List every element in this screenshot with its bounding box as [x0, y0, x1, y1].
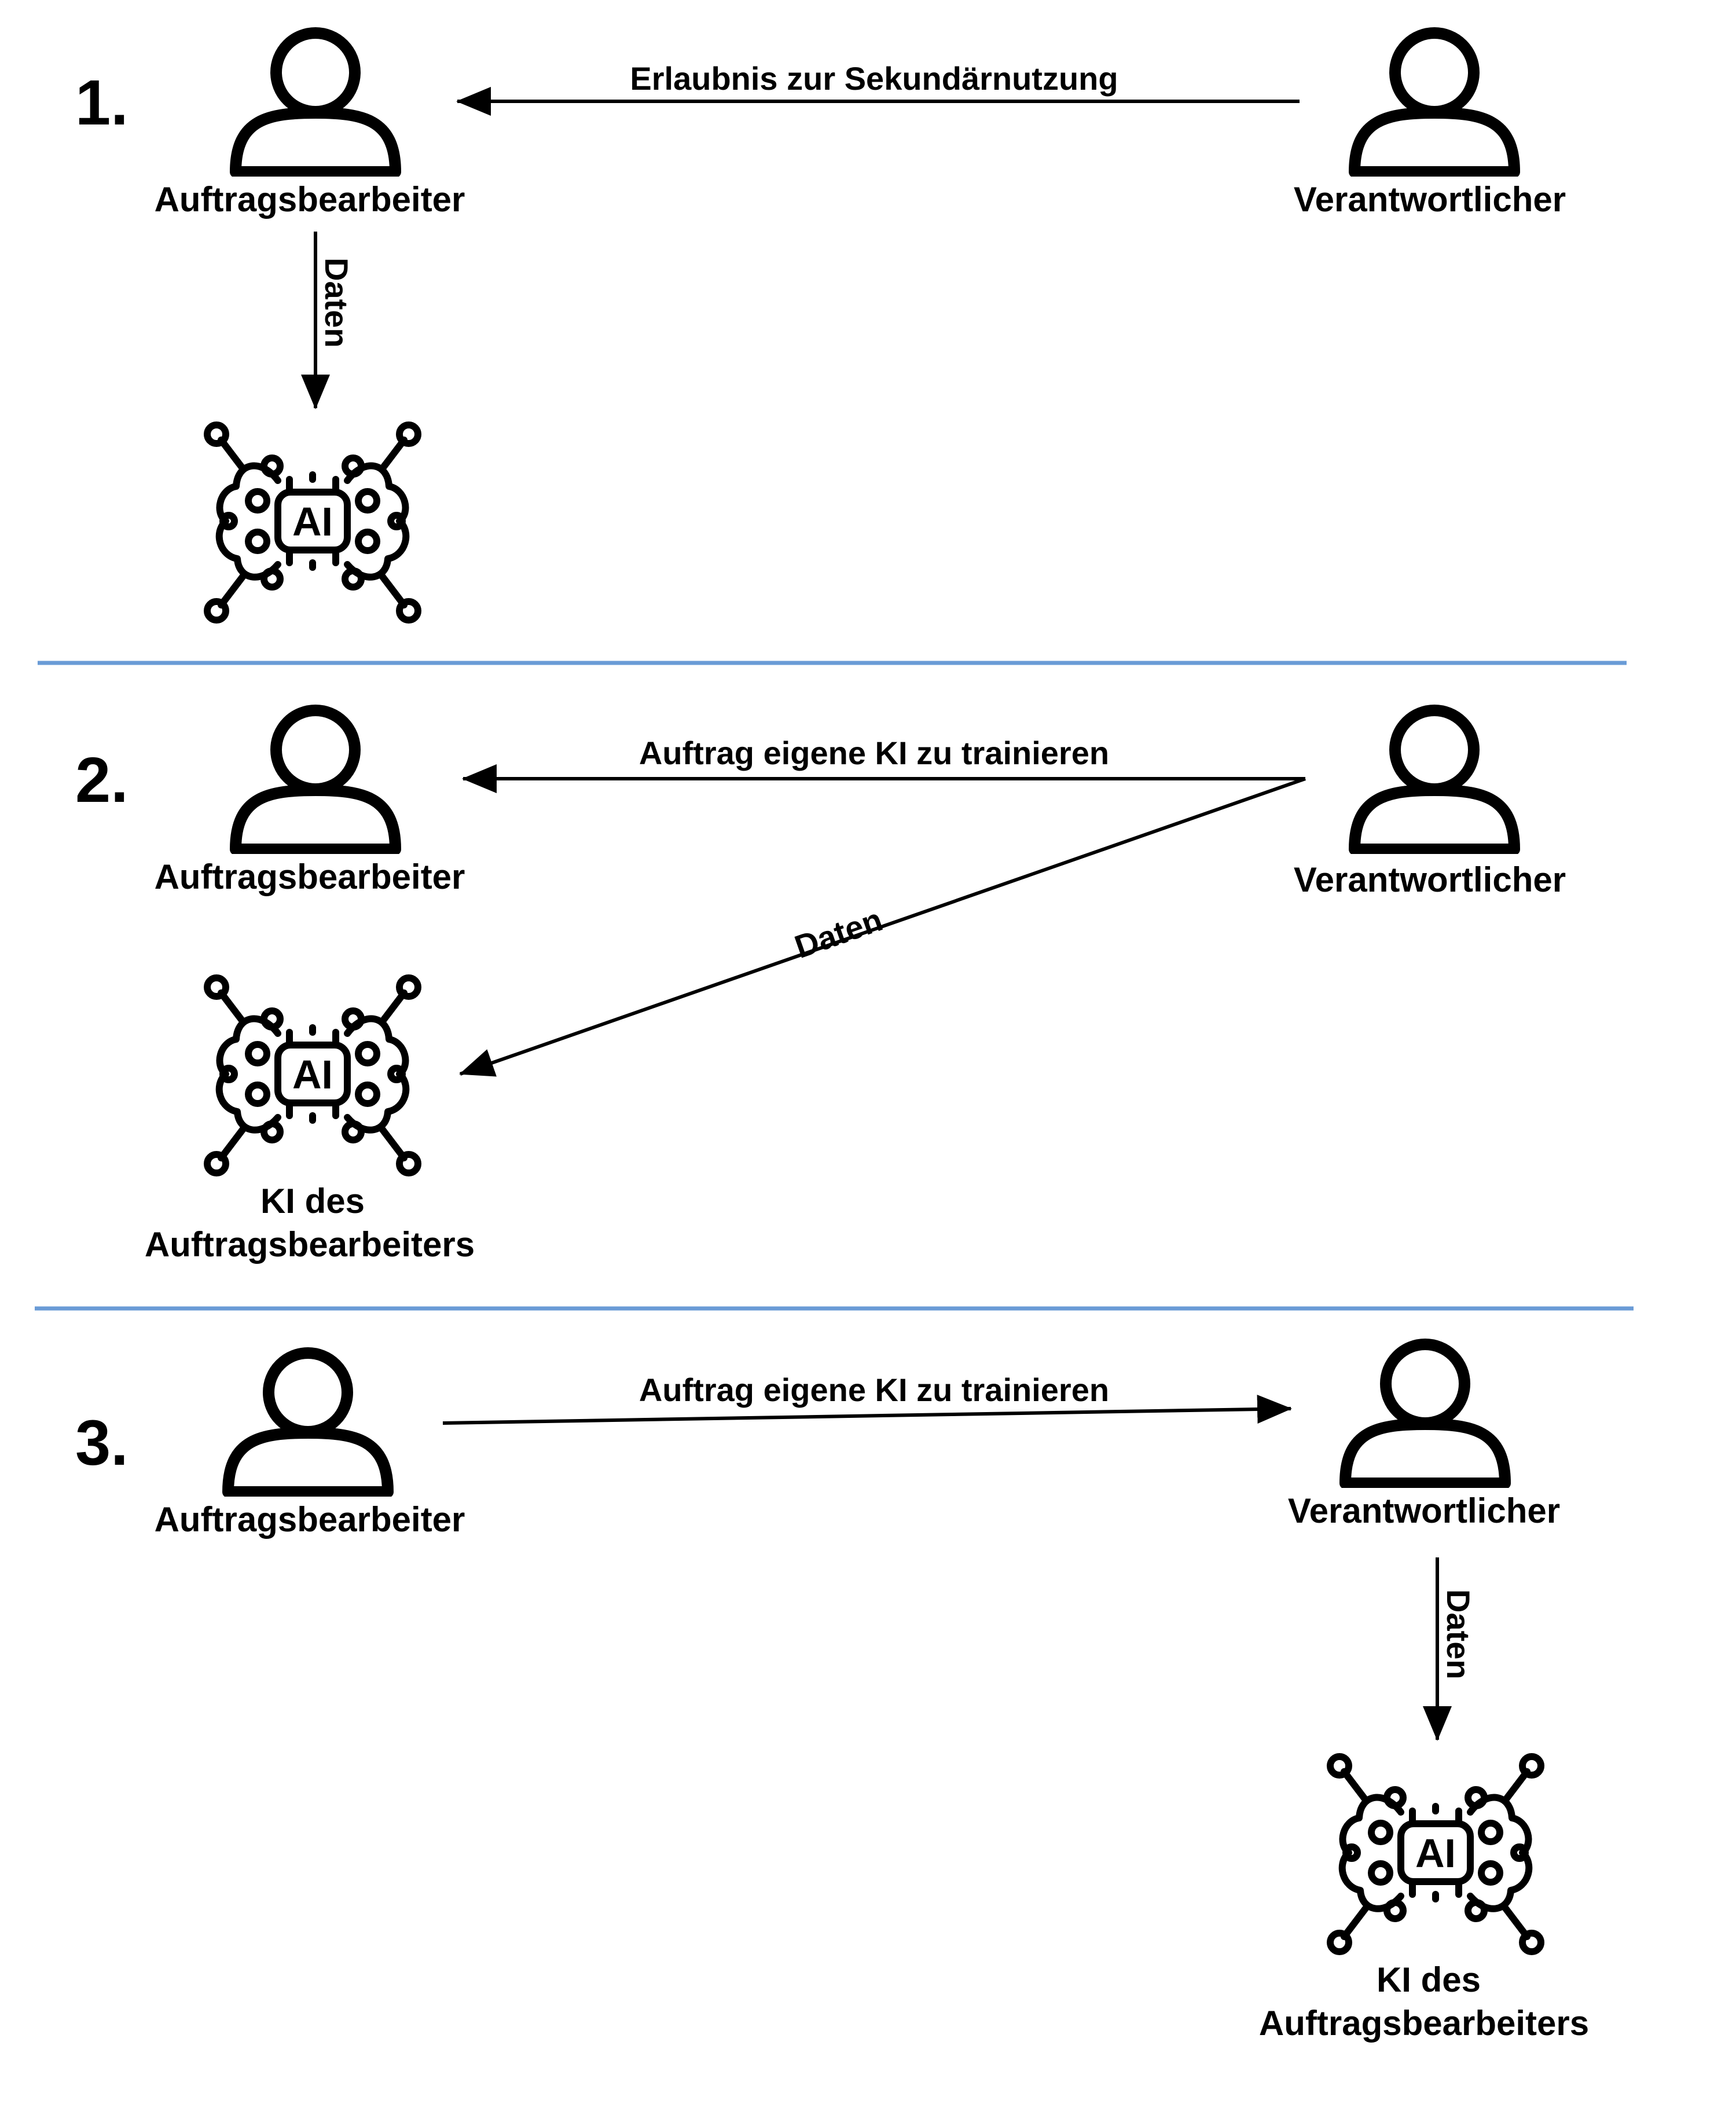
actor-label-auftragsbearbeiter: Auftragsbearbeiter [155, 180, 465, 219]
arrow-training-order [442, 1394, 1292, 1425]
section-number: 1. [75, 67, 129, 138]
section-number: 3. [75, 1407, 129, 1479]
ai-caption-line1: KI des [260, 1182, 365, 1220]
person-icon [236, 710, 395, 849]
actor-label-auftragsbearbeiter: Auftragsbearbeiter [155, 857, 465, 896]
arrow-label: Auftrag eigene KI zu trainieren [639, 1372, 1109, 1408]
ai-caption-line1: KI des [1377, 1960, 1481, 1999]
section-3: 3. Auftragsbearbeiter Verantwortlicher A… [75, 1344, 1589, 2043]
ai-caption-line2: Auftragsbearbeiters [1259, 2004, 1589, 2043]
person-icon [236, 33, 395, 172]
section-number: 2. [75, 745, 129, 816]
arrow-label-data: Daten [318, 258, 355, 348]
arrow-label-data: Daten [1440, 1589, 1477, 1680]
person-icon [1355, 710, 1514, 849]
actor-label-verantwortlicher: Verantwortlicher [1288, 1491, 1560, 1530]
arrow-label: Auftrag eigene KI zu trainieren [639, 735, 1109, 771]
arrow-label-data: Daten [790, 901, 887, 965]
person-icon [1345, 1344, 1505, 1483]
ai-brain-chip-icon [1330, 1757, 1541, 1952]
ai-caption-line2: Auftragsbearbeiters [145, 1225, 475, 1264]
arrow-label: Erlaubnis zur Sekundärnutzung [630, 60, 1118, 97]
ai-brain-chip-icon [207, 978, 418, 1173]
person-icon [228, 1353, 388, 1492]
ai-brain-chip-icon [207, 425, 418, 620]
actor-label-verantwortlicher: Verantwortlicher [1294, 180, 1566, 219]
section-2: 2. Auftragsbearbeiter Verantwortlicher A… [75, 710, 1566, 1264]
actor-label-verantwortlicher: Verantwortlicher [1294, 860, 1566, 899]
actor-label-auftragsbearbeiter: Auftragsbearbeiter [155, 1500, 465, 1539]
section-1: 1. Auftragsbearbeiter Verantwortlicher E… [75, 33, 1566, 620]
arrow-data [459, 777, 1306, 1077]
person-icon [1355, 33, 1514, 172]
